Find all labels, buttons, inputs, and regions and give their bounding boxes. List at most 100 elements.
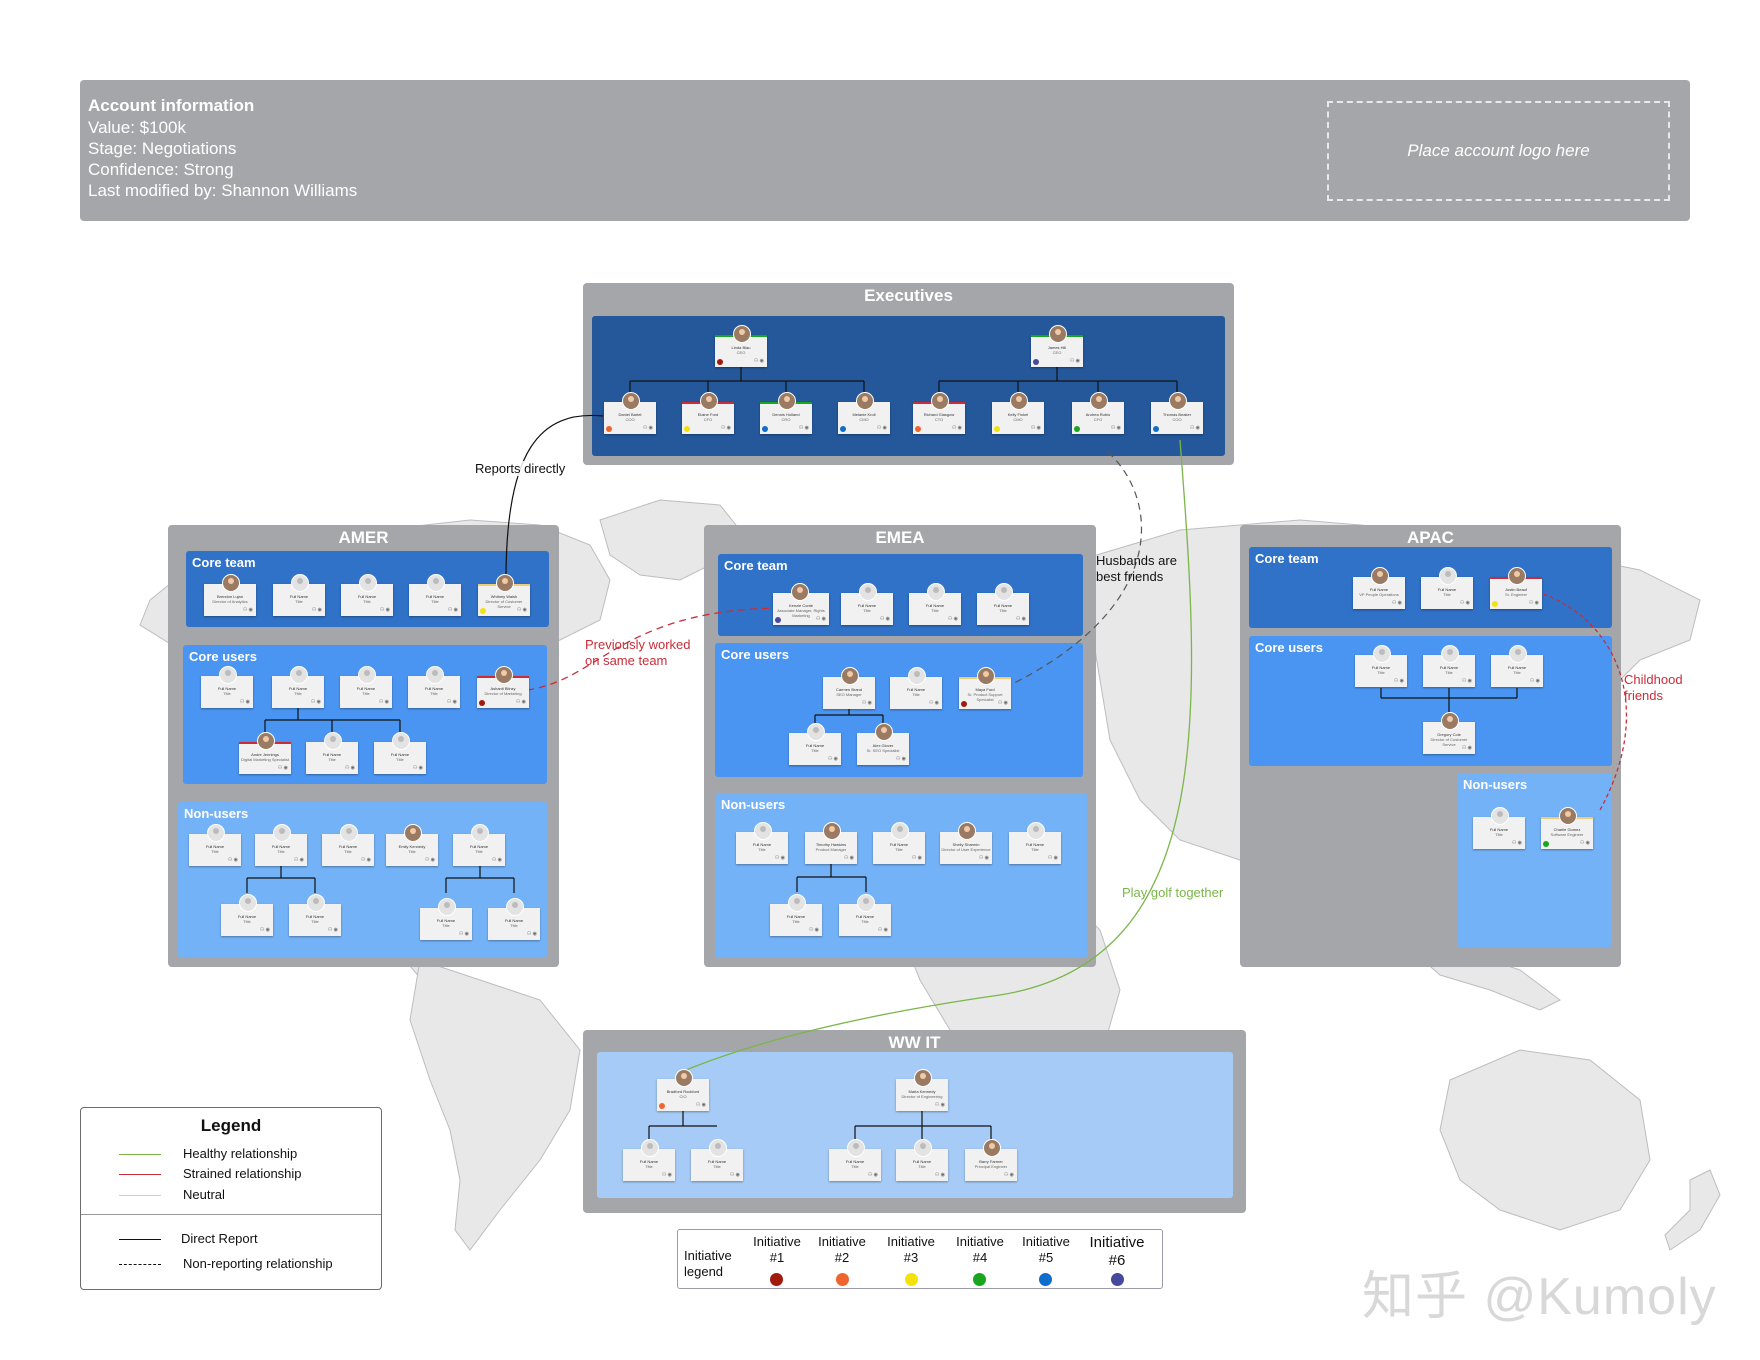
card-amer-non-8[interactable]: Full Name Title ⚇ ◉ <box>420 898 472 940</box>
avatar <box>291 574 309 592</box>
card-amer-non-3[interactable]: Full Name Title ⚇ ◉ <box>322 824 374 866</box>
card-amer-user-5[interactable]: Ashanti Blinzy Director of Marketing ⚇ ◉ <box>477 666 529 708</box>
card-emea-non-1[interactable]: Full Name Title ⚇ ◉ <box>736 822 788 864</box>
card-amer-core-5[interactable]: Whitney Walsh Director of Customer Servi… <box>478 574 530 616</box>
card-amer-non-2[interactable]: Full Name Title ⚇ ◉ <box>255 824 307 866</box>
card-exec-ceo-left[interactable]: Linda Blau CEO ⚇ ◉ <box>715 325 767 367</box>
watermark: 知乎 @Kumoly <box>1362 1268 1717 1326</box>
avatar <box>823 822 841 840</box>
card-emea-non-4[interactable]: Shelly Sharmin Director of User Experien… <box>940 822 992 864</box>
card-apac-user-3[interactable]: Full Name Title ⚇ ◉ <box>1491 645 1543 687</box>
avatar <box>931 392 949 410</box>
avatar <box>307 894 325 912</box>
card-exec-ceo-right[interactable]: James Hill CEO ⚇ ◉ <box>1031 325 1083 367</box>
card-wwit-lead-left[interactable]: Bradford Rockford CIO ⚇ ◉ <box>657 1069 709 1111</box>
card-emea-non-2[interactable]: Timothy Hawkins Product Manager ⚇ ◉ <box>805 822 857 864</box>
avatar <box>857 894 875 912</box>
card-exec-report-2[interactable]: Elaine Ford CFO ⚇ ◉ <box>682 392 734 434</box>
amer-title: AMER <box>338 528 389 547</box>
apac-non-users: Non-users <box>1457 773 1612 947</box>
card-amer-non-9[interactable]: Full Name Title ⚇ ◉ <box>488 898 540 940</box>
card-exec-report-1[interactable]: Daniel Bartel COO ⚇ ◉ <box>604 392 656 434</box>
avatar <box>222 574 240 592</box>
card-apac-core-2[interactable]: Full Name Title ⚇ ◉ <box>1421 567 1473 609</box>
card-amer-non-6[interactable]: Full Name Title ⚇ ◉ <box>221 894 273 936</box>
card-amer-non-1[interactable]: Full Name Title ⚇ ◉ <box>189 824 241 866</box>
card-exec-report-5[interactable]: Richard Glasgow CTO ⚇ ◉ <box>913 392 965 434</box>
initiative-4-dot <box>973 1273 986 1286</box>
card-exec-report-4[interactable]: Melanie Kroll CMO ⚇ ◉ <box>838 392 890 434</box>
card-apac-non-2[interactable]: Charlie Gomez Software Engineer ⚇ ◉ <box>1541 807 1593 849</box>
initiative-dot <box>994 426 1000 432</box>
avatar <box>438 898 456 916</box>
card-apac-core-1[interactable]: Full Name VP People Operations ⚇ ◉ <box>1353 567 1405 609</box>
card-emea-user-5[interactable]: Alex Glover Sr. SEO Specialist ⚇ ◉ <box>857 723 909 765</box>
legend-title: Legend <box>200 1116 262 1135</box>
initiative-2-label: Initiative #2 <box>818 1234 866 1265</box>
amer-non-users-label: Non-users <box>184 806 249 821</box>
card-amer-user-6[interactable]: Andre Jennings Digital Marketing Special… <box>239 732 291 774</box>
card-emea-core-4[interactable]: Full Name Title ⚇ ◉ <box>977 583 1029 625</box>
card-amer-non-4[interactable]: Emily Kennedy Title ⚇ ◉ <box>386 824 438 866</box>
card-apac-core-3[interactable]: Justin Beauf Sr. Engineer ⚇ ◉ <box>1490 567 1542 609</box>
avatar <box>219 666 237 684</box>
card-amer-non-7[interactable]: Full Name Title ⚇ ◉ <box>289 894 341 936</box>
initiative-dot <box>840 426 846 432</box>
card-amer-user-4[interactable]: Full Name Title ⚇ ◉ <box>408 666 460 708</box>
card-amer-user-8[interactable]: Full Name Title ⚇ ◉ <box>374 732 426 774</box>
card-amer-user-2[interactable]: Full Name Title ⚇ ◉ <box>272 666 324 708</box>
executives-group: Executives <box>583 283 1234 465</box>
card-amer-user-1[interactable]: Full Name Title ⚇ ◉ <box>201 666 253 708</box>
initiative-legend-label: Initiative legend <box>684 1248 732 1279</box>
apac-core-team-label: Core team <box>1255 551 1319 566</box>
card-amer-core-1[interactable]: Brendon Lujan Director of Analytics ⚇ ◉ <box>204 574 256 616</box>
card-emea-non-6[interactable]: Full Name Title ⚇ ◉ <box>770 894 822 936</box>
card-exec-report-7[interactable]: Andrea Rubio CFO ⚇ ◉ <box>1072 392 1124 434</box>
card-exec-report-8[interactable]: Thomas Beaker COO ⚇ ◉ <box>1151 392 1203 434</box>
card-apac-non-1[interactable]: Full Name Title ⚇ ◉ <box>1473 807 1525 849</box>
avatar <box>1508 567 1526 585</box>
initiative-3-dot <box>905 1273 918 1286</box>
card-emea-user-4[interactable]: Full Name Title ⚇ ◉ <box>789 723 841 765</box>
card-amer-user-7[interactable]: Full Name Title ⚇ ◉ <box>306 732 358 774</box>
husbands-label: Husbands are best friends <box>1096 553 1177 584</box>
card-wwit-staff-2[interactable]: Full Name Title ⚇ ◉ <box>691 1139 743 1181</box>
legend-direct: Direct Report <box>181 1231 258 1246</box>
initiative-dot <box>775 617 781 623</box>
card-exec-report-3[interactable]: Dennis Holland CRO ⚇ ◉ <box>760 392 812 434</box>
card-wwit-lead-right[interactable]: Marla Kennedy Director of Engineering ⚇ … <box>896 1069 948 1111</box>
card-apac-user-4[interactable]: Gregory Cole Director of Customer Servic… <box>1423 712 1475 754</box>
card-amer-core-2[interactable]: Full Name Title ⚇ ◉ <box>273 574 325 616</box>
account-logo-placeholder[interactable]: Place account logo here <box>1327 101 1670 201</box>
card-emea-core-2[interactable]: Full Name Title ⚇ ◉ <box>841 583 893 625</box>
card-emea-core-3[interactable]: Full Name Title ⚇ ◉ <box>909 583 961 625</box>
card-wwit-staff-4[interactable]: Full Name Title ⚇ ◉ <box>896 1139 948 1181</box>
card-amer-core-4[interactable]: Full Name Title ⚇ ◉ <box>409 574 461 616</box>
apac-title: APAC <box>1407 528 1454 547</box>
card-apac-user-2[interactable]: Full Name Title ⚇ ◉ <box>1423 645 1475 687</box>
card-wwit-staff-1[interactable]: Full Name Title ⚇ ◉ <box>623 1139 675 1181</box>
avatar <box>977 667 995 685</box>
avatar <box>733 325 751 343</box>
card-emea-user-3[interactable]: Maya Ford Sr. Product Support Specialist… <box>959 667 1011 709</box>
card-emea-non-3[interactable]: Full Name Title ⚇ ◉ <box>873 822 925 864</box>
initiative-dot <box>480 608 486 614</box>
card-exec-report-6[interactable]: Kelly Finkel CMO ⚇ ◉ <box>992 392 1044 434</box>
legend-nonreporting: Non-reporting relationship <box>183 1256 333 1271</box>
avatar <box>495 666 513 684</box>
card-emea-user-1[interactable]: Carmen Brand SEO Manager ⚇ ◉ <box>823 667 875 709</box>
card-apac-user-1[interactable]: Full Name Title ⚇ ◉ <box>1355 645 1407 687</box>
card-emea-core-1[interactable]: Kenzie Conte Associate Manager, Rights M… <box>773 583 829 625</box>
card-emea-user-2[interactable]: Full Name Title ⚇ ◉ <box>890 667 942 709</box>
avatar <box>914 1069 932 1087</box>
card-emea-non-7[interactable]: Full Name Title ⚇ ◉ <box>839 894 891 936</box>
card-emea-non-5[interactable]: Full Name Title ⚇ ◉ <box>1009 822 1061 864</box>
avatar <box>1441 712 1459 730</box>
card-amer-user-3[interactable]: Full Name Title ⚇ ◉ <box>340 666 392 708</box>
avatar <box>891 822 909 840</box>
card-wwit-staff-3[interactable]: Full Name Title ⚇ ◉ <box>829 1139 881 1181</box>
card-amer-core-3[interactable]: Full Name Title ⚇ ◉ <box>341 574 393 616</box>
card-amer-non-5[interactable]: Full Name Title ⚇ ◉ <box>453 824 505 866</box>
card-wwit-staff-5[interactable]: Barry Farmer Principal Engineer ⚇ ◉ <box>965 1139 1017 1181</box>
avatar <box>675 1069 693 1087</box>
